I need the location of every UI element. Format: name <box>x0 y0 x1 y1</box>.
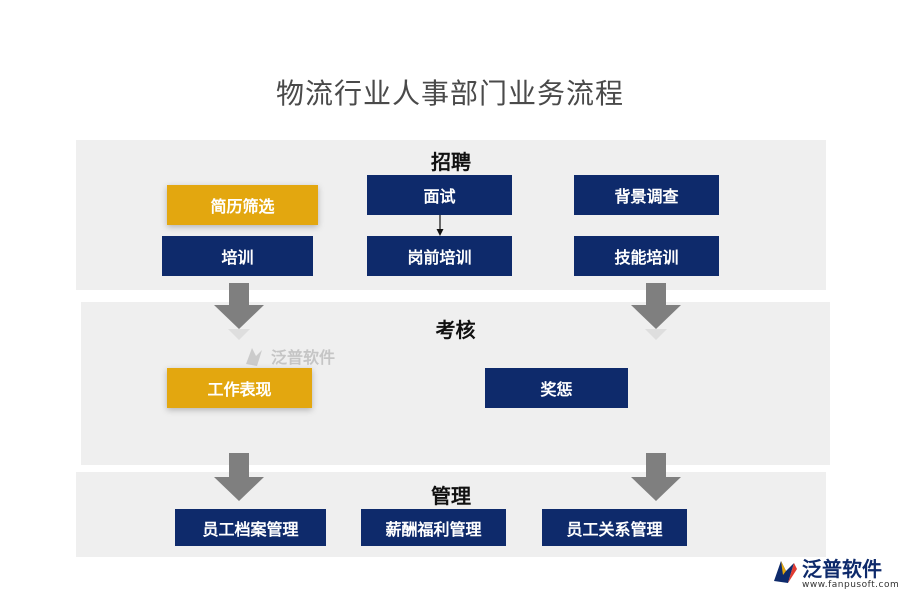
background-check-box: 背景调查 <box>574 175 719 215</box>
watermark: 泛普软件 <box>243 344 335 368</box>
employee-relations-box: 员工关系管理 <box>542 509 687 546</box>
interview-to-pretraining-arrow <box>436 215 444 236</box>
left-upper-down-arrow <box>214 283 264 340</box>
brand-mark-icon <box>774 561 797 583</box>
right-lower-down-arrow <box>631 453 681 501</box>
assessment-panel: 考核 <box>81 302 830 465</box>
assessment-heading: 考核 <box>435 318 476 342</box>
work-performance-box: 工作表现 <box>167 368 312 408</box>
management-heading: 管理 <box>431 484 471 508</box>
resume-screening-box: 简历筛选 <box>167 185 318 225</box>
skill-training-box: 技能培训 <box>574 236 719 276</box>
pre-job-training-box: 岗前培训 <box>367 236 512 276</box>
brand-name: 泛普软件 <box>802 557 882 581</box>
brand-url: www.fanpusoft.com <box>802 580 900 590</box>
salary-benefits-box: 薪酬福利管理 <box>361 509 506 546</box>
right-upper-down-arrow <box>631 283 681 340</box>
rewards-penalties-box: 奖惩 <box>485 368 628 408</box>
training-box: 培训 <box>162 236 313 276</box>
logo-mark-icon <box>246 348 262 366</box>
diagram-title: 物流行业人事部门业务流程 <box>275 77 624 110</box>
employee-records-box: 员工档案管理 <box>175 509 326 546</box>
left-lower-down-arrow <box>214 453 264 501</box>
recruit-heading: 招聘 <box>431 150 471 174</box>
interview-box: 面试 <box>367 175 512 215</box>
watermark-text: 泛普软件 <box>271 348 336 367</box>
brand-logo: 泛普软件 www.fanpusoft.com <box>770 553 899 595</box>
